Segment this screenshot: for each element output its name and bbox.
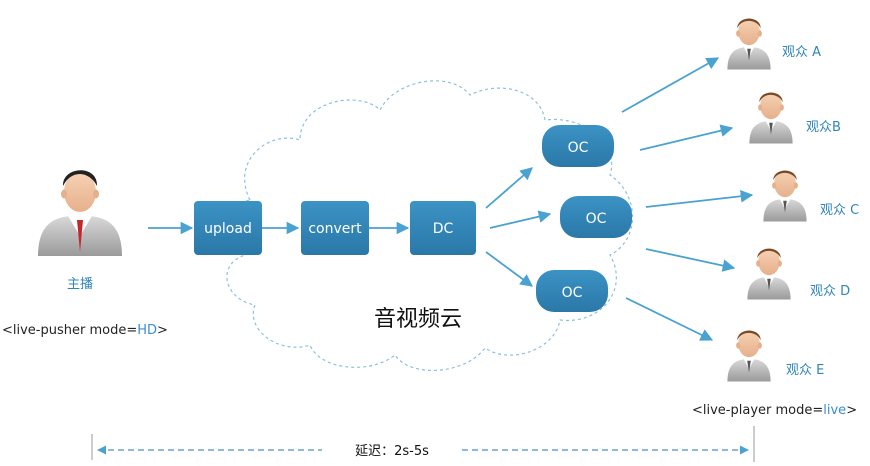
broadcaster-avatar <box>38 170 122 256</box>
oc-label-1: OC <box>568 140 589 156</box>
arrow-dc-to-oc-1 <box>485 167 533 209</box>
cloud-title: 音视频云 <box>374 307 462 332</box>
arrow-oc-to-viewer-b <box>639 124 734 151</box>
pusher-mode-text: <live-pusher mode=HD> <box>2 323 168 338</box>
viewer-c-label: 观众 C <box>820 203 859 218</box>
dc-node: DC <box>410 201 476 255</box>
oc-node-1: OC <box>542 125 614 167</box>
arrow-oc-to-viewer-e <box>625 297 714 341</box>
player-mode-text: <live-player mode=live> <box>692 403 857 418</box>
arrow-oc-to-viewer-a <box>621 57 720 113</box>
convert-node: convert <box>301 201 369 255</box>
viewer-d-avatar <box>747 248 791 300</box>
latency-label: 延迟：2s-5s <box>355 444 429 459</box>
arrow-dc-to-oc-2 <box>489 210 552 229</box>
upload-label: upload <box>204 221 252 237</box>
viewer-b-avatar <box>749 92 793 144</box>
viewer-a-avatar <box>727 18 771 70</box>
oc-node-3: OC <box>536 270 608 312</box>
viewer-b-label: 观众B <box>806 120 841 135</box>
broadcaster-label: 主播 <box>67 277 93 292</box>
arrow-oc-to-viewer-c <box>645 190 754 208</box>
viewer-d-label: 观众 D <box>810 284 850 299</box>
cloud-outline <box>226 80 633 372</box>
upload-node: upload <box>194 201 262 255</box>
viewer-e-avatar <box>727 330 771 382</box>
viewer-c-avatar <box>763 170 807 222</box>
viewer-a-label: 观众 A <box>782 45 821 60</box>
arrow-oc-to-viewer-d <box>645 248 736 272</box>
oc-node-2: OC <box>560 196 632 238</box>
oc-label-2: OC <box>586 211 607 227</box>
oc-label-3: OC <box>562 285 583 301</box>
dc-label: DC <box>433 221 454 237</box>
convert-label: convert <box>308 221 362 237</box>
viewer-e-label: 观众 E <box>786 363 824 378</box>
arrow-dc-to-oc-3 <box>485 251 534 287</box>
